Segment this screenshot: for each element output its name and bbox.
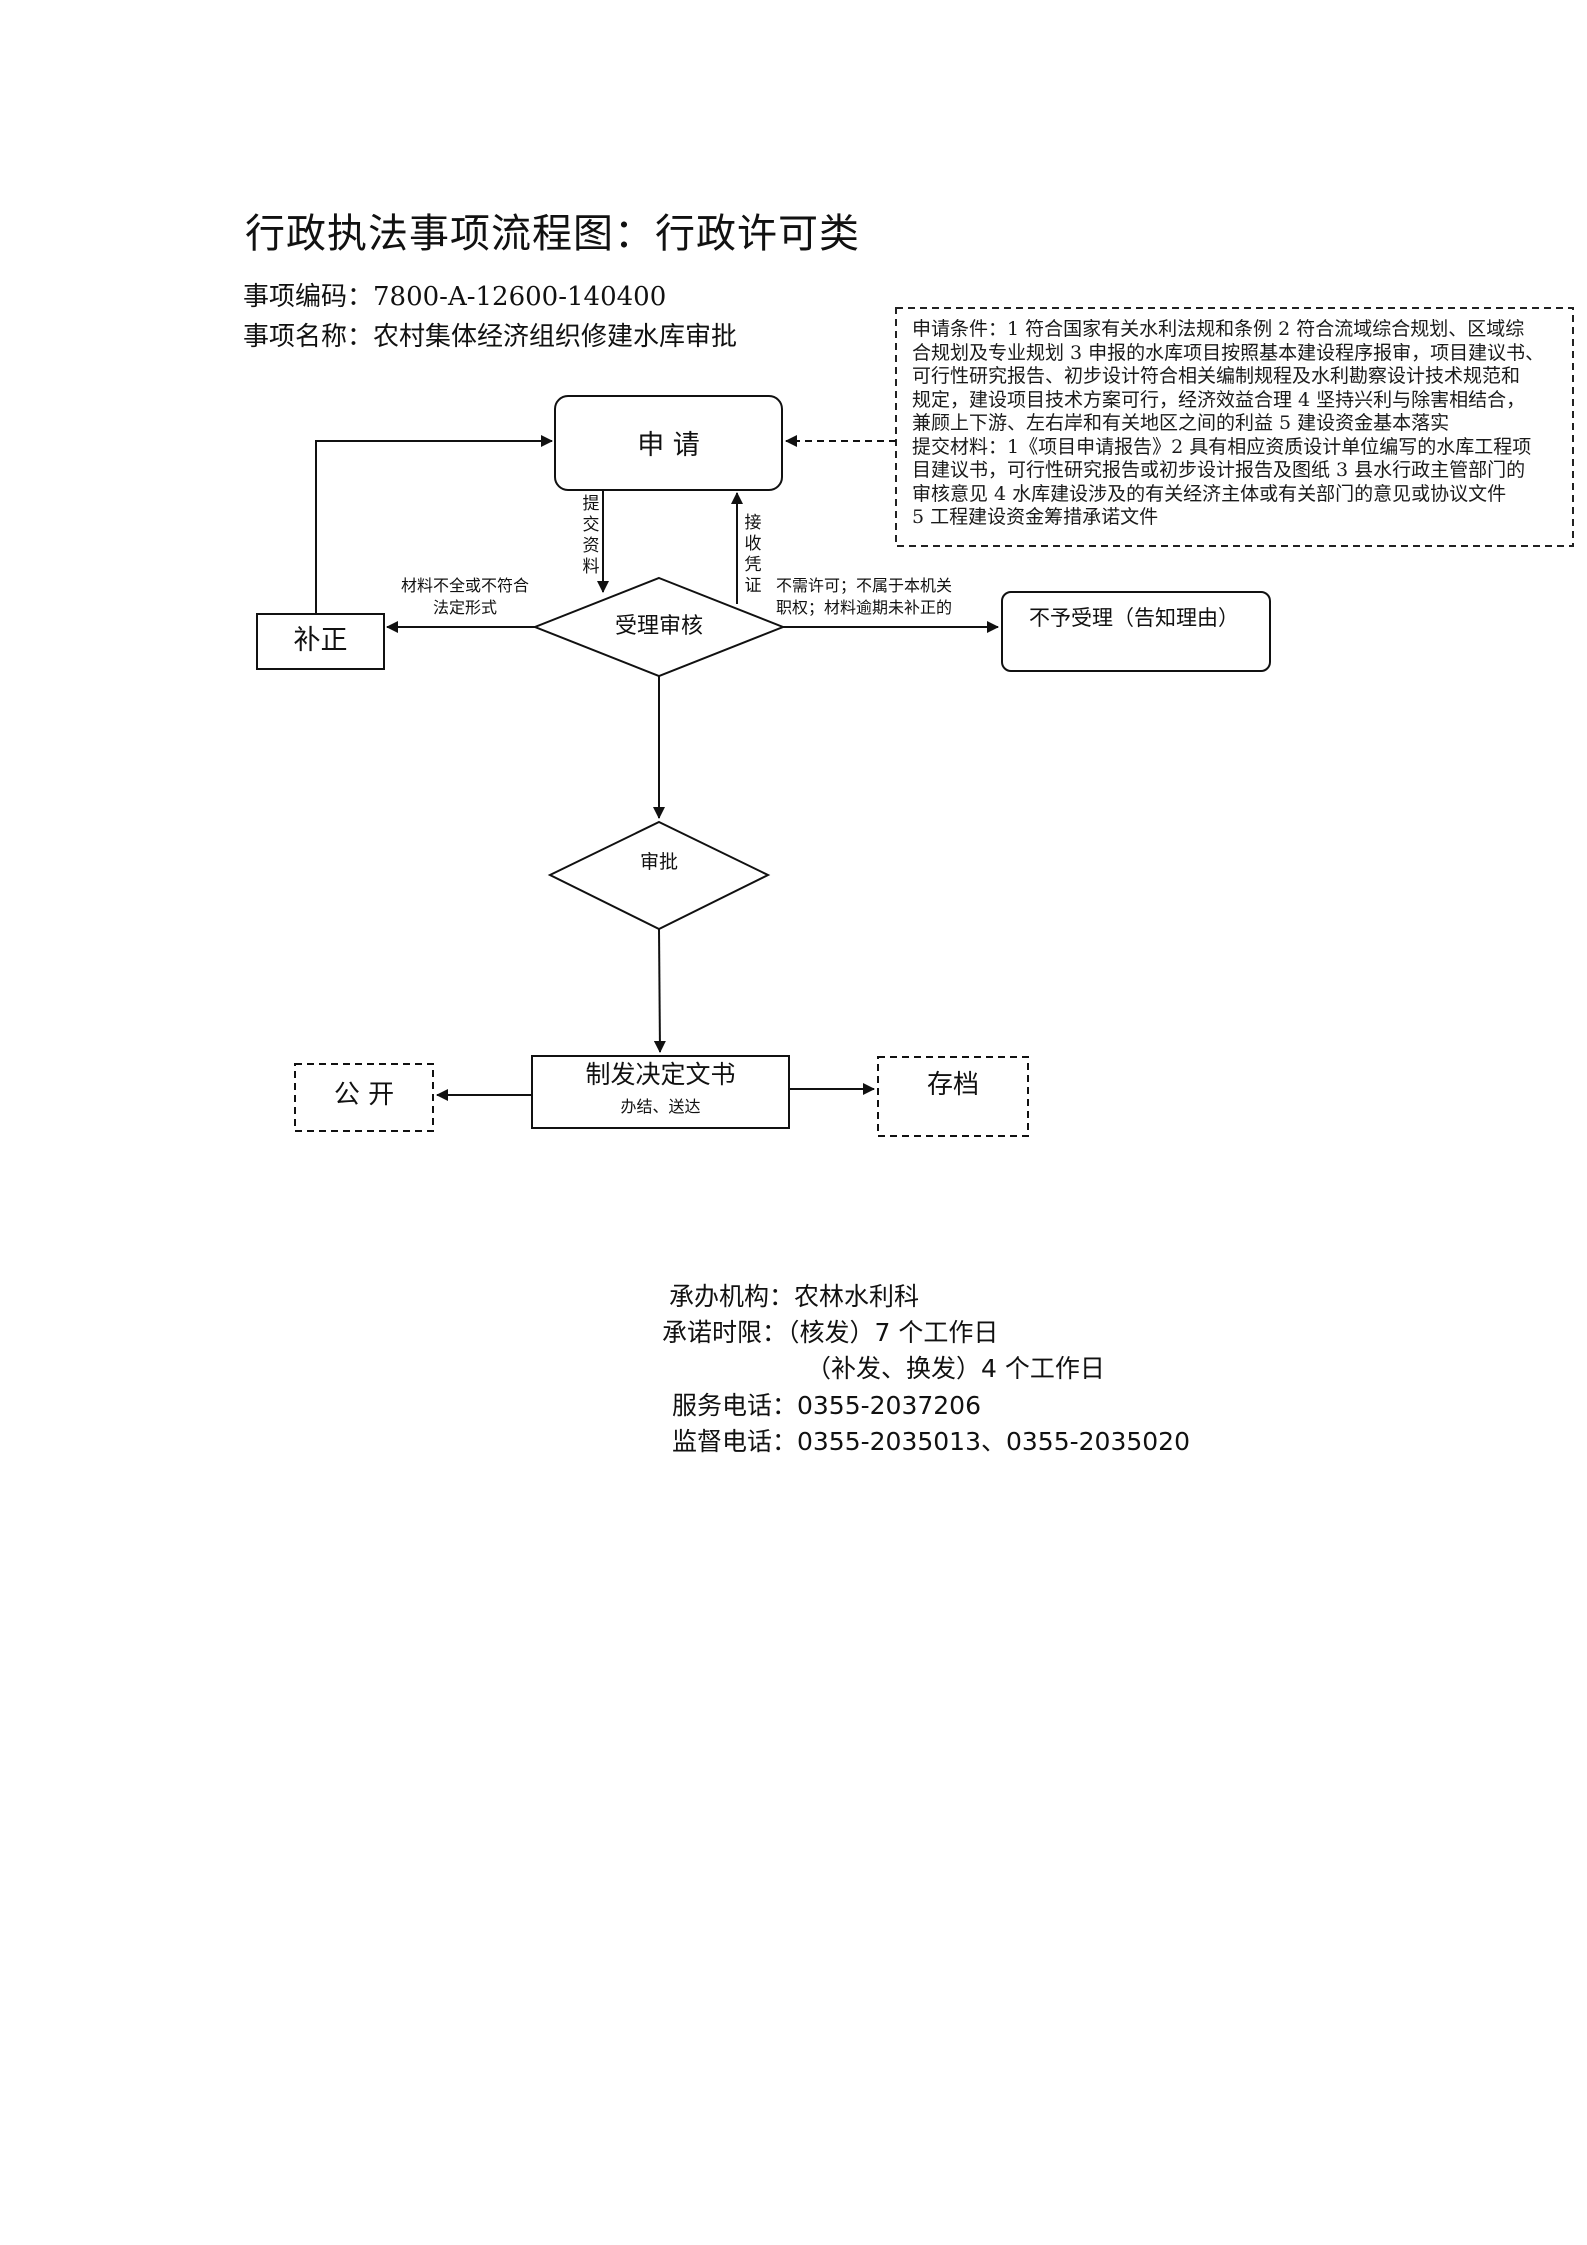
decision-node-label: 制发决定文书 <box>585 1060 736 1089</box>
footer-service-phone: 服务电话：0355-2037206 <box>672 1391 981 1420</box>
edge-label-incomplete-2: 法定形式 <box>432 598 497 617</box>
footer-limit-2: （补发、换发）4 个工作日 <box>806 1354 1105 1383</box>
apply-node-label: 申 请 <box>637 430 700 461</box>
footer-limit-1: 承诺时限：（核发）7 个工作日 <box>662 1318 999 1347</box>
footer-agency: 承办机构：农林水利科 <box>669 1282 920 1311</box>
review-node-label: 受理审核 <box>614 614 703 639</box>
archive-node-shape <box>877 1056 1029 1137</box>
approve-node-label: 审批 <box>639 851 678 873</box>
apply-node-shape <box>554 395 783 491</box>
item-name: 事项名称：农村集体经济组织修建水库审批 <box>243 322 738 352</box>
edge-label-submit: 提交资料 <box>582 494 600 577</box>
edge-approve-to-decision <box>653 928 666 1053</box>
conditions-text: 申请条件：1 符合国家有关水利法规和条例 2 符合流域综合规划、区域综 合规划及… <box>912 318 1560 530</box>
reject-node-shape <box>1001 591 1271 672</box>
conditions-line: 规定，建设项目技术方案可行，经济效益合理 4 坚持兴利与除害相结合， <box>912 388 1526 411</box>
decision-node-shape <box>531 1055 790 1129</box>
conditions-line: 兼顾上下游、左右岸和有关地区之间的利益 5 建设资金基本落实 <box>912 412 1450 434</box>
archive-node-label: 存档 <box>926 1070 979 1100</box>
correct-node-label: 补正 <box>293 625 348 656</box>
reject-node-label: 不予受理（告知理由） <box>1029 606 1239 630</box>
conditions-line: 5 工程建设资金筹措承诺文件 <box>912 506 1159 528</box>
edge-label-no-license-1: 不需许可；不属于本机关 <box>776 576 953 595</box>
conditions-line: 申请条件：1 符合国家有关水利法规和条例 2 符合流域综合规划、区域综 <box>912 318 1525 340</box>
conditions-line: 目建议书，可行性研究报告或初步设计报告及图纸 3 县水行政主管部门的 <box>912 459 1526 481</box>
conditions-line: 审核意见 4 水库建设涉及的有关经济主体或有关部门的意见或协议文件 <box>912 482 1507 505</box>
conditions-line: 合规划及专业规划 3 申报的水库项目按照基本建设程序报审，项目建议书、 <box>912 341 1545 364</box>
approve-node-shape <box>547 820 771 931</box>
publish-node-shape <box>294 1063 434 1132</box>
conditions-box-frame <box>895 307 1574 547</box>
conditions-line: 提交材料：1《项目申请报告》2 具有相应资质设计单位编写的水库工程项 <box>912 435 1532 458</box>
correct-node-shape <box>256 613 385 670</box>
decision-node-sublabel: 办结、送达 <box>620 1097 701 1116</box>
publish-node-label: 公 开 <box>333 1080 395 1110</box>
edge-label-incomplete-1: 材料不全或不符合 <box>400 576 529 595</box>
footer-supervise-phone: 监督电话：0355-2035013、0355-2035020 <box>672 1427 1190 1456</box>
conditions-line: 可行性研究报告、初步设计符合相关编制规程及水利勘察设计技术规范和 <box>912 365 1521 387</box>
page-title: 行政执法事项流程图：行政许可类 <box>245 211 860 257</box>
item-code: 事项编码：7800-A-12600-140400 <box>243 282 667 312</box>
edge-label-no-license-2: 职权；材料逾期未补正的 <box>776 598 953 617</box>
edge-correct-to-apply <box>315 435 553 614</box>
edge-label-receipt: 接收凭证 <box>744 513 762 596</box>
